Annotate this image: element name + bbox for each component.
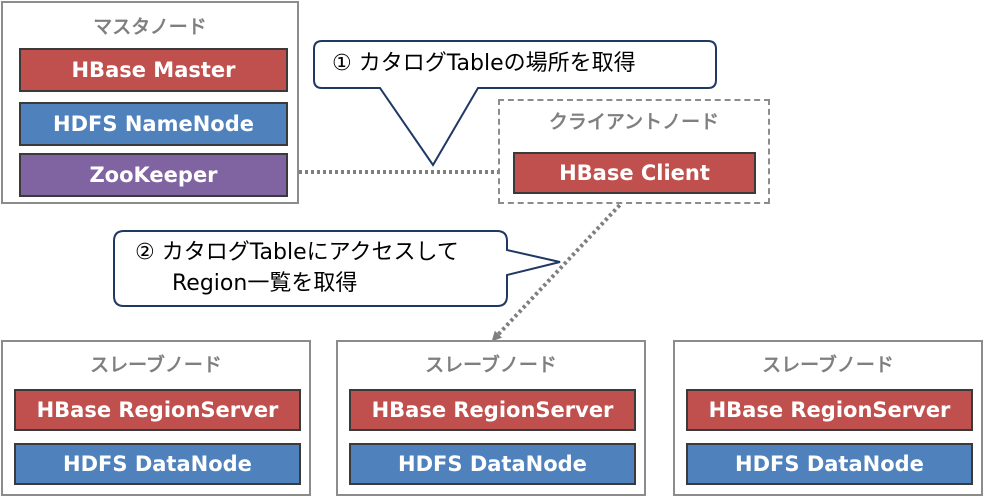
callout-1-line-1: ① カタログTableの場所を取得 [332, 51, 636, 76]
callout-2-line-2: Region一覧を取得 [172, 271, 358, 296]
callout-1-text: ① カタログTableの場所を取得 [332, 48, 636, 79]
slave-node-1-title: スレーブノード [90, 354, 222, 376]
slave-node-3: スレーブノード HBase RegionServer HDFS DataNode [673, 340, 983, 496]
slave-1-datanode-box: HDFS DataNode [14, 443, 301, 485]
hbase-client-box: HBase Client [513, 152, 756, 194]
client-node: クライアントノード HBase Client [498, 99, 770, 204]
client-node-title: クライアントノード [548, 111, 720, 133]
master-node-title: マスタノード [93, 16, 207, 38]
master-node: マスタノード HBase Master HDFS NameNode ZooKee… [1, 1, 299, 204]
zookeeper-box: ZooKeeper [19, 153, 288, 197]
slave-3-regionserver-box: HBase RegionServer [686, 389, 973, 431]
callout-1-bubble [313, 40, 717, 167]
callout-2-line-1: ② カタログTableにアクセスして [135, 240, 459, 265]
slave-node-1: スレーブノード HBase RegionServer HDFS DataNode [1, 340, 311, 496]
hdfs-namenode-box: HDFS NameNode [19, 102, 288, 146]
slave-node-2: スレーブノード HBase RegionServer HDFS DataNode [336, 340, 646, 496]
arrow-client-to-regionserver [491, 190, 634, 342]
slave-2-regionserver-box: HBase RegionServer [349, 389, 636, 431]
callout-2-text: ② カタログTableにアクセスして Region一覧を取得 [135, 237, 459, 299]
slave-1-regionserver-box: HBase RegionServer [14, 389, 301, 431]
slave-2-datanode-box: HDFS DataNode [349, 443, 636, 485]
slave-node-2-title: スレーブノード [425, 354, 557, 376]
hbase-master-box: HBase Master [19, 48, 288, 92]
callout-2-bubble [113, 230, 561, 307]
slave-node-3-title: スレーブノード [762, 354, 894, 376]
slave-3-datanode-box: HDFS DataNode [686, 443, 973, 485]
